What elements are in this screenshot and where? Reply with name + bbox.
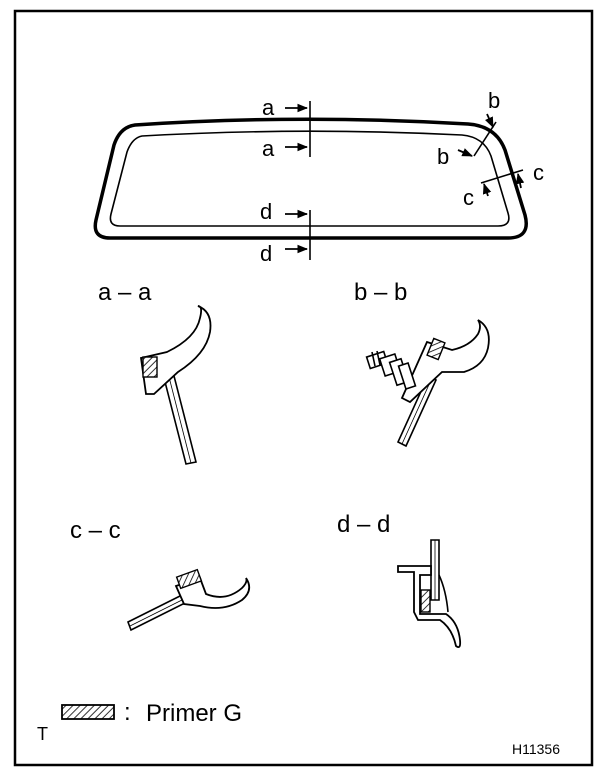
section-title-b-b: b – b — [354, 279, 407, 306]
arrow-b-top — [485, 113, 494, 128]
cut-label-d-bottom: d — [260, 241, 272, 266]
cut-label-c-right: c — [533, 160, 544, 185]
section-d-d: d – d — [337, 511, 462, 649]
molding-lip — [174, 576, 251, 609]
cut-label-a-bottom: a — [262, 136, 275, 161]
cut-label-d-top: d — [260, 199, 272, 224]
section-a-a: a – a — [98, 279, 212, 465]
cut-label-b-top: b — [488, 88, 500, 113]
frame-border — [13, 9, 594, 767]
legend-label: Primer G — [146, 700, 242, 727]
primer-g-area — [420, 589, 431, 613]
section-line-c — [480, 169, 524, 184]
arrow-c-left — [482, 182, 492, 197]
molding-lip — [397, 565, 462, 649]
section-title-d-d: d – d — [337, 511, 390, 538]
legend: : Primer G — [61, 699, 242, 727]
primer-g-area — [426, 337, 446, 361]
primer-g-area — [142, 356, 158, 378]
cut-label-c-left: c — [463, 185, 474, 210]
corner-mark: T — [37, 724, 48, 744]
figure-code: H11356 — [512, 741, 560, 757]
legend-separator: : — [124, 699, 131, 726]
section-b-b: b – b — [354, 279, 490, 448]
window-outer-edge — [93, 117, 528, 240]
arrow-b-bottom — [457, 148, 473, 157]
rear-window: a a b b c c d d — [93, 88, 544, 266]
section-title-c-c: c – c — [70, 517, 121, 544]
legend-hatch-swatch — [61, 704, 115, 720]
clip-stud — [365, 350, 417, 390]
molding-lip — [139, 305, 212, 395]
cut-label-b-bottom: b — [437, 144, 449, 169]
section-title-a-a: a – a — [98, 279, 152, 306]
cut-label-a-top: a — [262, 95, 275, 120]
section-c-c: c – c — [70, 517, 251, 632]
arrow-c-right — [515, 172, 525, 189]
primer-g-area — [175, 568, 203, 590]
molding-lip — [400, 319, 490, 404]
